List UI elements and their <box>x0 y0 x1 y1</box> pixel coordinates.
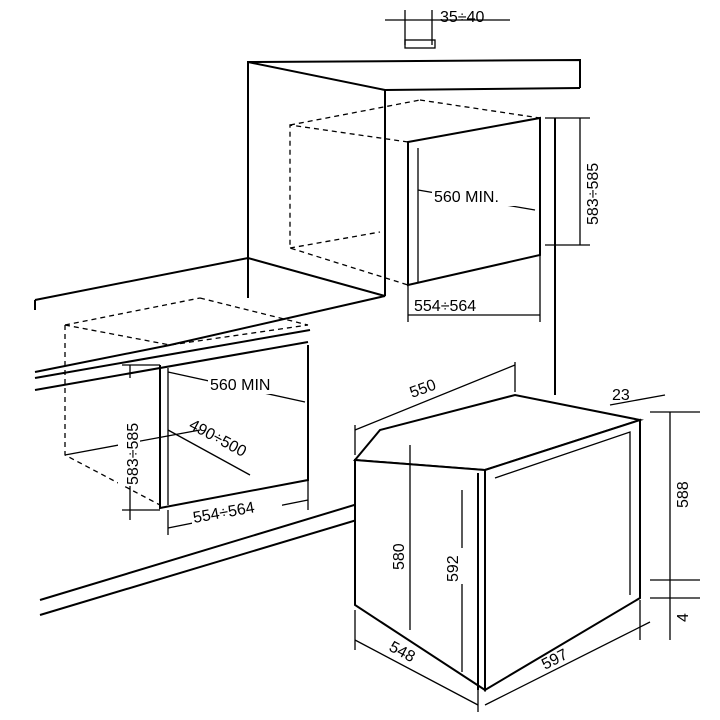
label-column-gap: 35÷40 <box>440 9 484 26</box>
dim-undercounter-depth: 560 MIN <box>167 371 306 403</box>
label-oven-bottom-gap: 4 <box>675 613 692 622</box>
label-undercounter-height: 583÷585 <box>125 423 142 485</box>
label-column-height: 583÷585 <box>585 163 602 225</box>
undercounter-niche <box>64 297 309 510</box>
dim-oven-total-height: 592 <box>445 490 465 672</box>
label-column-depth: 560 MIN. <box>434 189 499 206</box>
label-oven-total-height: 592 <box>445 555 462 582</box>
dim-oven-body-height: 580 <box>391 445 411 630</box>
dim-oven-door: 23 <box>609 387 666 406</box>
label-oven-body-height: 580 <box>391 543 408 570</box>
dim-undercounter-height: 583÷585 <box>118 364 160 520</box>
dim-column-depth: 560 MIN. <box>417 184 536 211</box>
dim-undercounter-inner: 490÷500 <box>167 417 251 476</box>
label-undercounter-inner: 490÷500 <box>186 417 249 461</box>
dim-oven-front-height: 588 4 <box>650 411 700 640</box>
dim-column-height: 583÷585 <box>545 117 602 246</box>
dim-column-gap: 35÷40 <box>385 9 510 49</box>
label-undercounter-depth: 560 MIN <box>210 377 270 394</box>
oven <box>352 393 644 692</box>
dim-undercounter-width: 554÷564 <box>167 480 309 535</box>
label-column-width: 554÷564 <box>414 298 476 315</box>
label-oven-front-height: 588 <box>675 481 692 508</box>
label-oven-door: 23 <box>612 387 630 404</box>
dim-column-width: 554÷564 <box>407 255 541 322</box>
dim-oven-depth-top: 550 <box>354 362 516 455</box>
